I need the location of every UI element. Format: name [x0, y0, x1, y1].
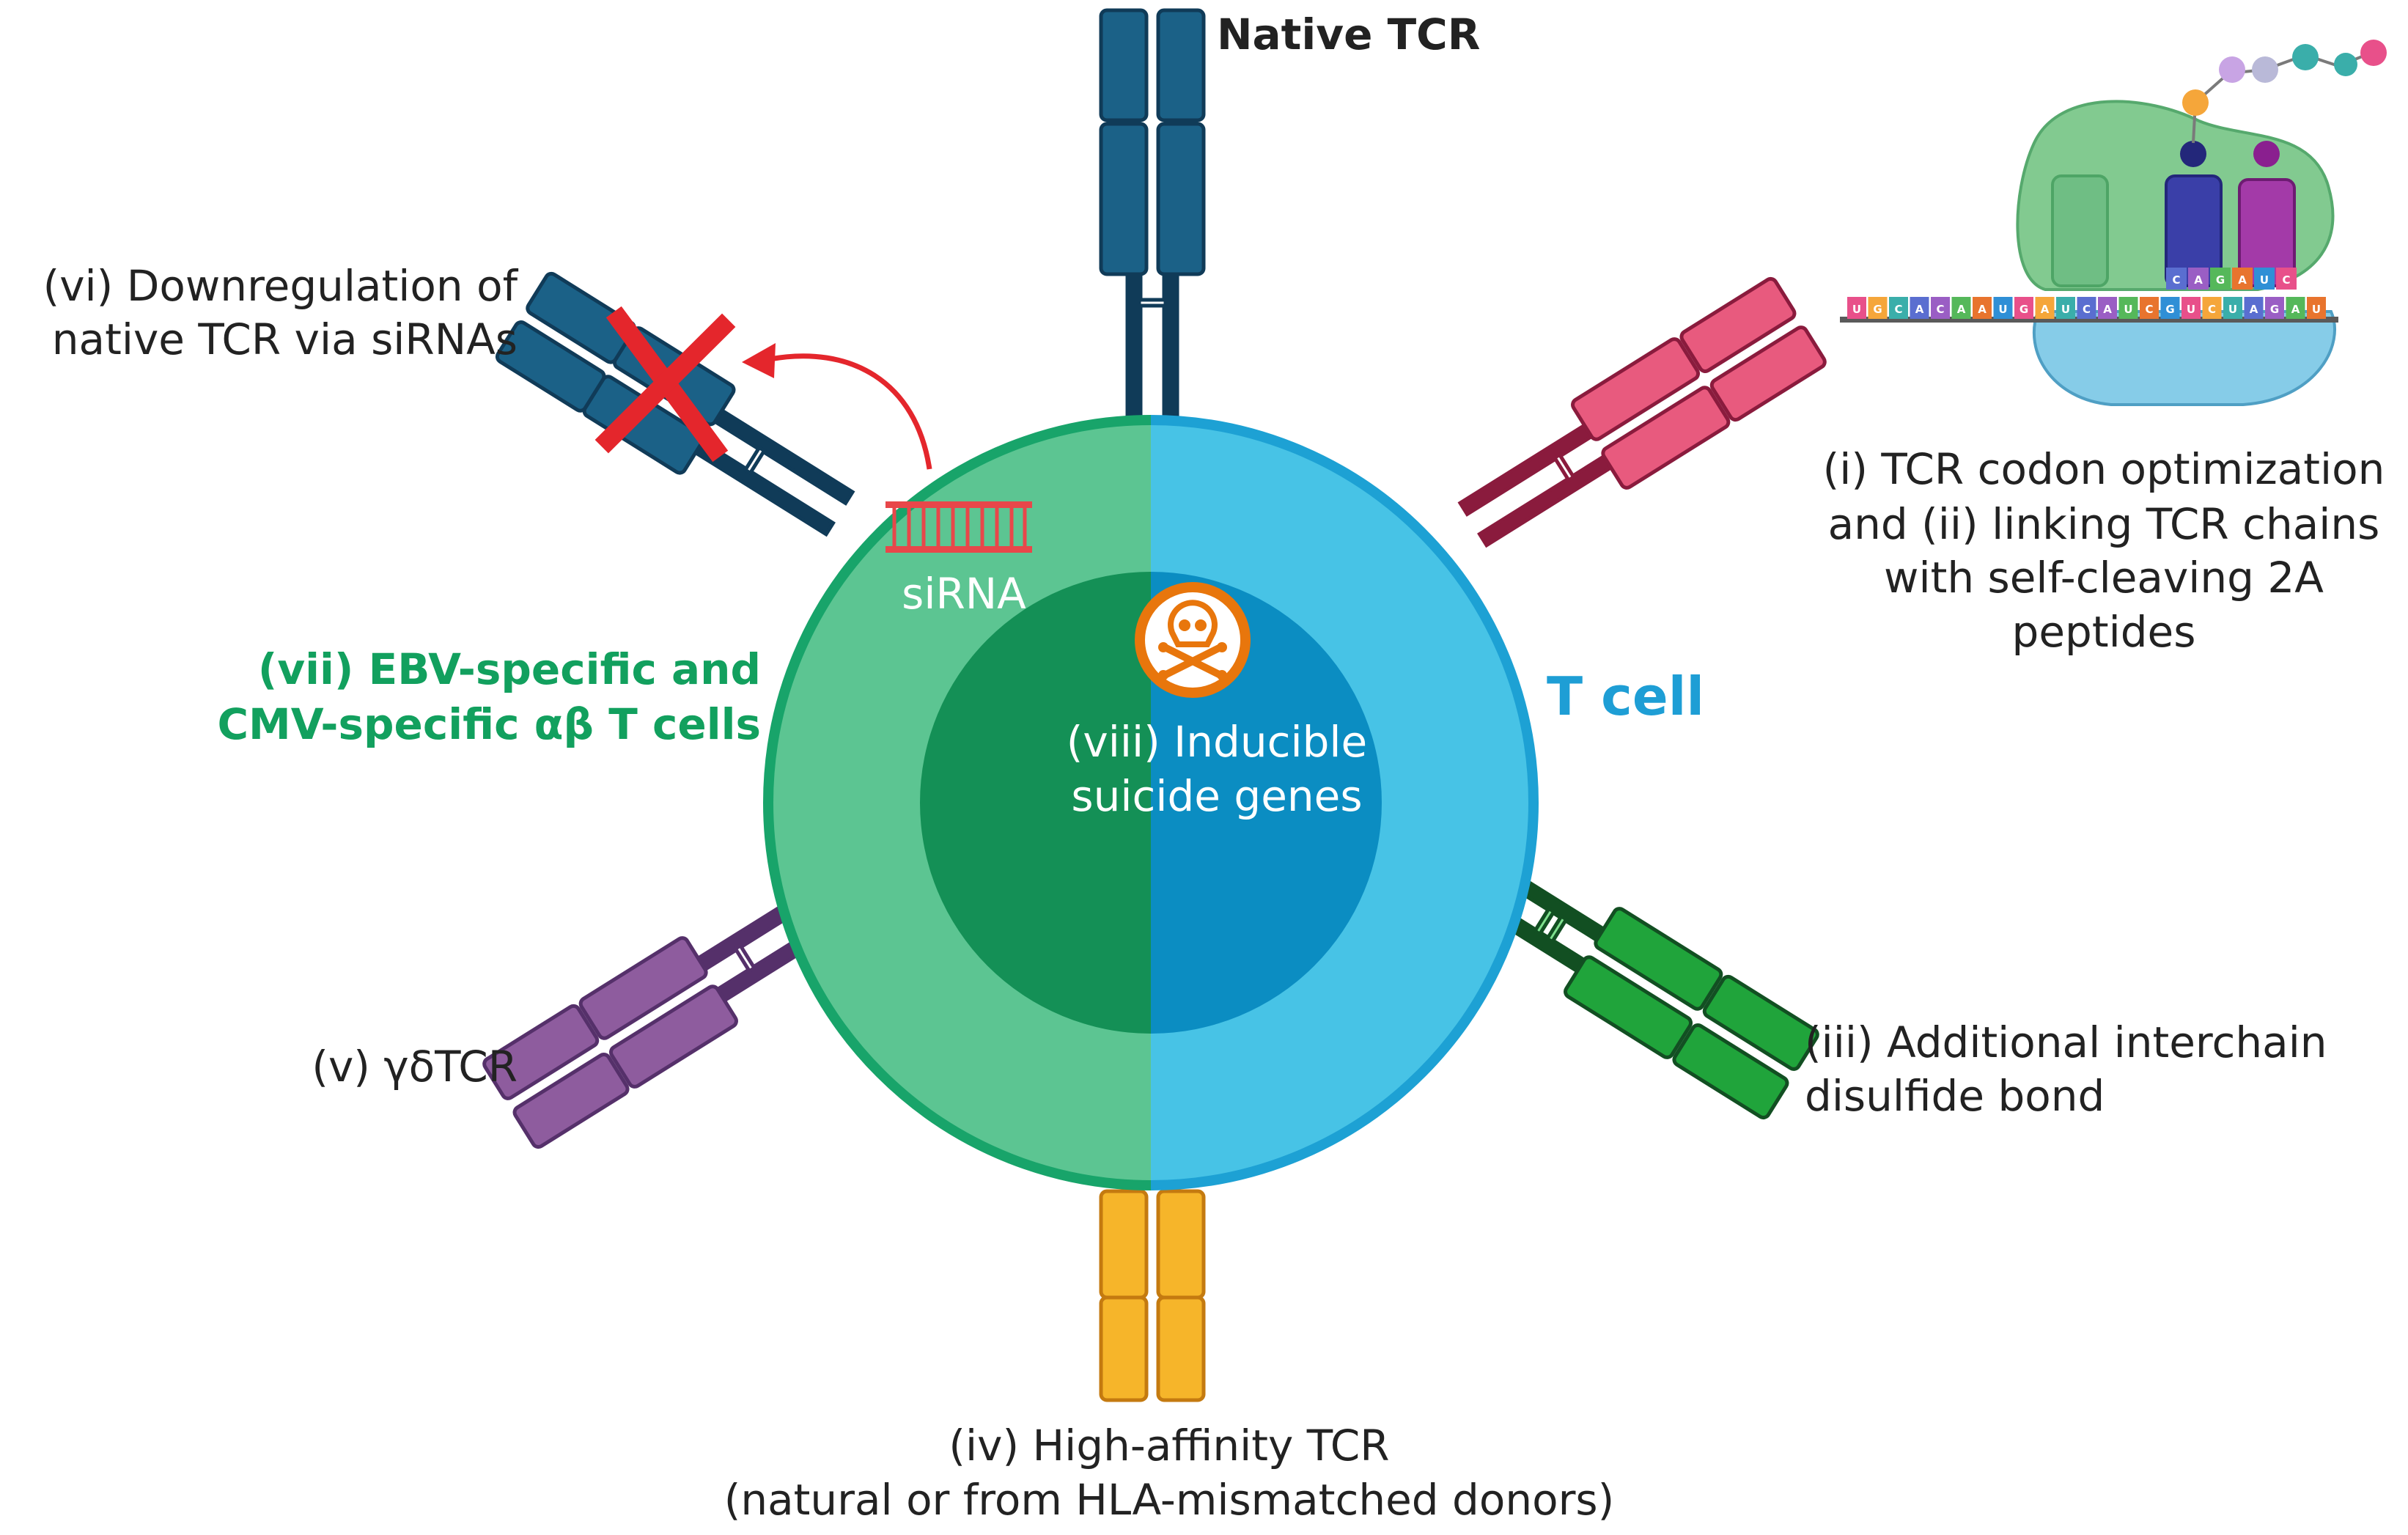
label-codon-line4: peptides: [2012, 607, 2196, 657]
mrna-base: A: [2098, 297, 2117, 319]
label-disulfide-line2: disulfide bond: [1805, 1071, 2105, 1121]
mrna-base: A: [2286, 297, 2305, 319]
mrna-base: A: [1973, 297, 1992, 319]
label-codon-line2: and (ii) linking TCR chains: [1828, 499, 2380, 549]
svg-text:C: C: [2282, 273, 2290, 287]
mrna-base: G: [2014, 297, 2033, 319]
svg-text:G: G: [2216, 273, 2225, 287]
svg-text:A: A: [1957, 303, 1966, 316]
svg-text:U: U: [2061, 303, 2070, 316]
mrna-base: U: [2223, 297, 2242, 319]
svg-text:G: G: [2019, 303, 2028, 316]
label-suicide-line2: suicide genes: [1071, 771, 1362, 821]
svg-text:U: U: [2187, 303, 2195, 316]
trna-anticodon-base: A: [2188, 268, 2209, 290]
trna-anticodon-base: G: [2210, 268, 2231, 290]
svg-text:A: A: [1978, 303, 1987, 316]
mrna-base: A: [2035, 297, 2055, 319]
svg-text:C: C: [1936, 303, 1944, 316]
mrna-base: U: [2056, 297, 2075, 319]
label-t-cell: T cell: [1547, 666, 1704, 727]
svg-text:A: A: [2103, 303, 2112, 316]
svg-text:A: A: [2250, 303, 2258, 316]
trna-anticodon-base: A: [2232, 268, 2253, 290]
svg-text:A: A: [2238, 273, 2247, 287]
trna-anticodon-base: C: [2166, 268, 2187, 290]
label-ebv-line2: CMV-specific αβ T cells: [217, 699, 761, 749]
label-downregulation-line2: native TCR via siRNAs: [52, 314, 518, 364]
label-high-affinity-line2: (natural or from HLA-mismatched donors): [724, 1475, 1615, 1525]
trna-anticodon-base: U: [2254, 268, 2275, 290]
curved-arrow-icon: [742, 343, 932, 470]
svg-text:U: U: [1998, 303, 2007, 316]
mrna-base: G: [2265, 297, 2284, 319]
label-ebv-line1: (vii) EBV-specific and: [258, 644, 761, 694]
mrna-base: A: [1951, 297, 1971, 319]
label-downregulation-line1: (vi) Downregulation of: [43, 261, 519, 311]
mrna-base: U: [2307, 297, 2326, 319]
mrna-base: G: [2160, 297, 2180, 319]
codon-optimized-tcr: [1457, 276, 1827, 548]
label-codon-line1: (i) TCR codon optimization: [1823, 444, 2385, 494]
svg-text:U: U: [1852, 303, 1861, 316]
mrna-base: C: [1931, 297, 1950, 319]
label-native-tcr: Native TCR: [1217, 10, 1480, 59]
svg-text:A: A: [2194, 273, 2203, 287]
gamma-delta-tcr: [482, 877, 852, 1149]
mrna-base: U: [1993, 297, 2013, 319]
svg-text:C: C: [1894, 303, 1902, 316]
trna-anticodon-base: C: [2276, 268, 2297, 290]
svg-text:U: U: [2260, 273, 2269, 287]
mrna-base: A: [2244, 297, 2264, 319]
native-tcr: [1099, 8, 1206, 423]
svg-text:U: U: [2312, 303, 2321, 316]
mrna-base: C: [2202, 297, 2222, 319]
mrna-base: C: [2140, 297, 2159, 319]
svg-text:U: U: [2228, 303, 2237, 316]
svg-text:A: A: [2041, 303, 2050, 316]
svg-text:C: C: [2172, 273, 2180, 287]
svg-text:A: A: [1915, 303, 1924, 316]
mrna-base: U: [1847, 297, 1866, 319]
sirna-duplex: [885, 501, 1032, 553]
svg-text:G: G: [2270, 303, 2279, 316]
mrna-base: G: [1868, 297, 1888, 319]
mrna-base: U: [2181, 297, 2201, 319]
mrna-base: C: [1889, 297, 1908, 319]
mrna-base: C: [2077, 297, 2096, 319]
svg-text:C: C: [2208, 303, 2216, 316]
label-disulfide-line1: (iii) Additional interchain: [1805, 1017, 2327, 1067]
svg-text:G: G: [2165, 303, 2174, 316]
svg-text:U: U: [2124, 303, 2132, 316]
svg-text:C: C: [2083, 303, 2091, 316]
svg-text:C: C: [2145, 303, 2153, 316]
skull-crossbones-icon: [1135, 582, 1251, 698]
svg-text:G: G: [1873, 303, 1882, 316]
label-codon-line3: with self-cleaving 2A: [1884, 553, 2324, 603]
label-suicide-line1: (viii) Inducible: [1067, 717, 1367, 767]
mrna-base: U: [2118, 297, 2138, 319]
red-x-icon: [594, 306, 736, 463]
label-high-affinity-line1: (iv) High-affinity TCR: [949, 1421, 1389, 1470]
label-sirna: siRNA: [902, 569, 1026, 619]
mrna-base: A: [1910, 297, 1929, 319]
svg-text:A: A: [2291, 303, 2300, 316]
label-gamma-delta: (v) γδTCR: [312, 1042, 518, 1092]
